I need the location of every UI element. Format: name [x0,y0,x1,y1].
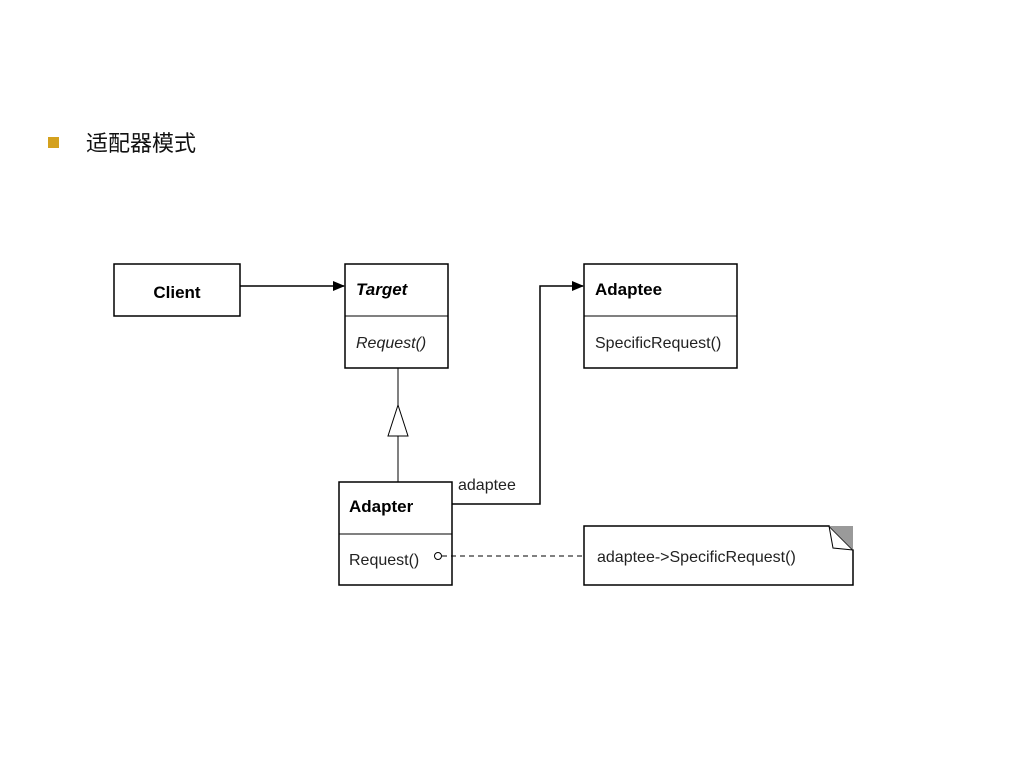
target-class-name: Target [356,280,409,299]
adaptee-operation: SpecificRequest() [595,335,721,352]
client-class-name: Client [153,283,201,302]
note-corner-icon [829,526,853,550]
target-operation: Request() [356,335,426,352]
implementation-note: adaptee->SpecificRequest() [583,525,854,586]
page-title: 适配器模式 [86,132,197,157]
association-label: adaptee [458,477,516,494]
target-class: Target Request() [344,263,449,369]
generalization-arrow [387,368,409,482]
adaptee-class: Adaptee SpecificRequest() [583,263,738,369]
bullet-icon [48,137,59,148]
note-text: adaptee->SpecificRequest() [597,549,796,566]
adapter-class-name: Adapter [349,497,414,516]
client-class: Client [113,263,241,317]
adapter-class: Adapter Request() [338,481,453,586]
adapter-operation: Request() [349,552,419,569]
note-connector [434,552,584,560]
adaptee-class-name: Adaptee [595,280,662,299]
adapter-adaptee-arrow [452,281,584,505]
